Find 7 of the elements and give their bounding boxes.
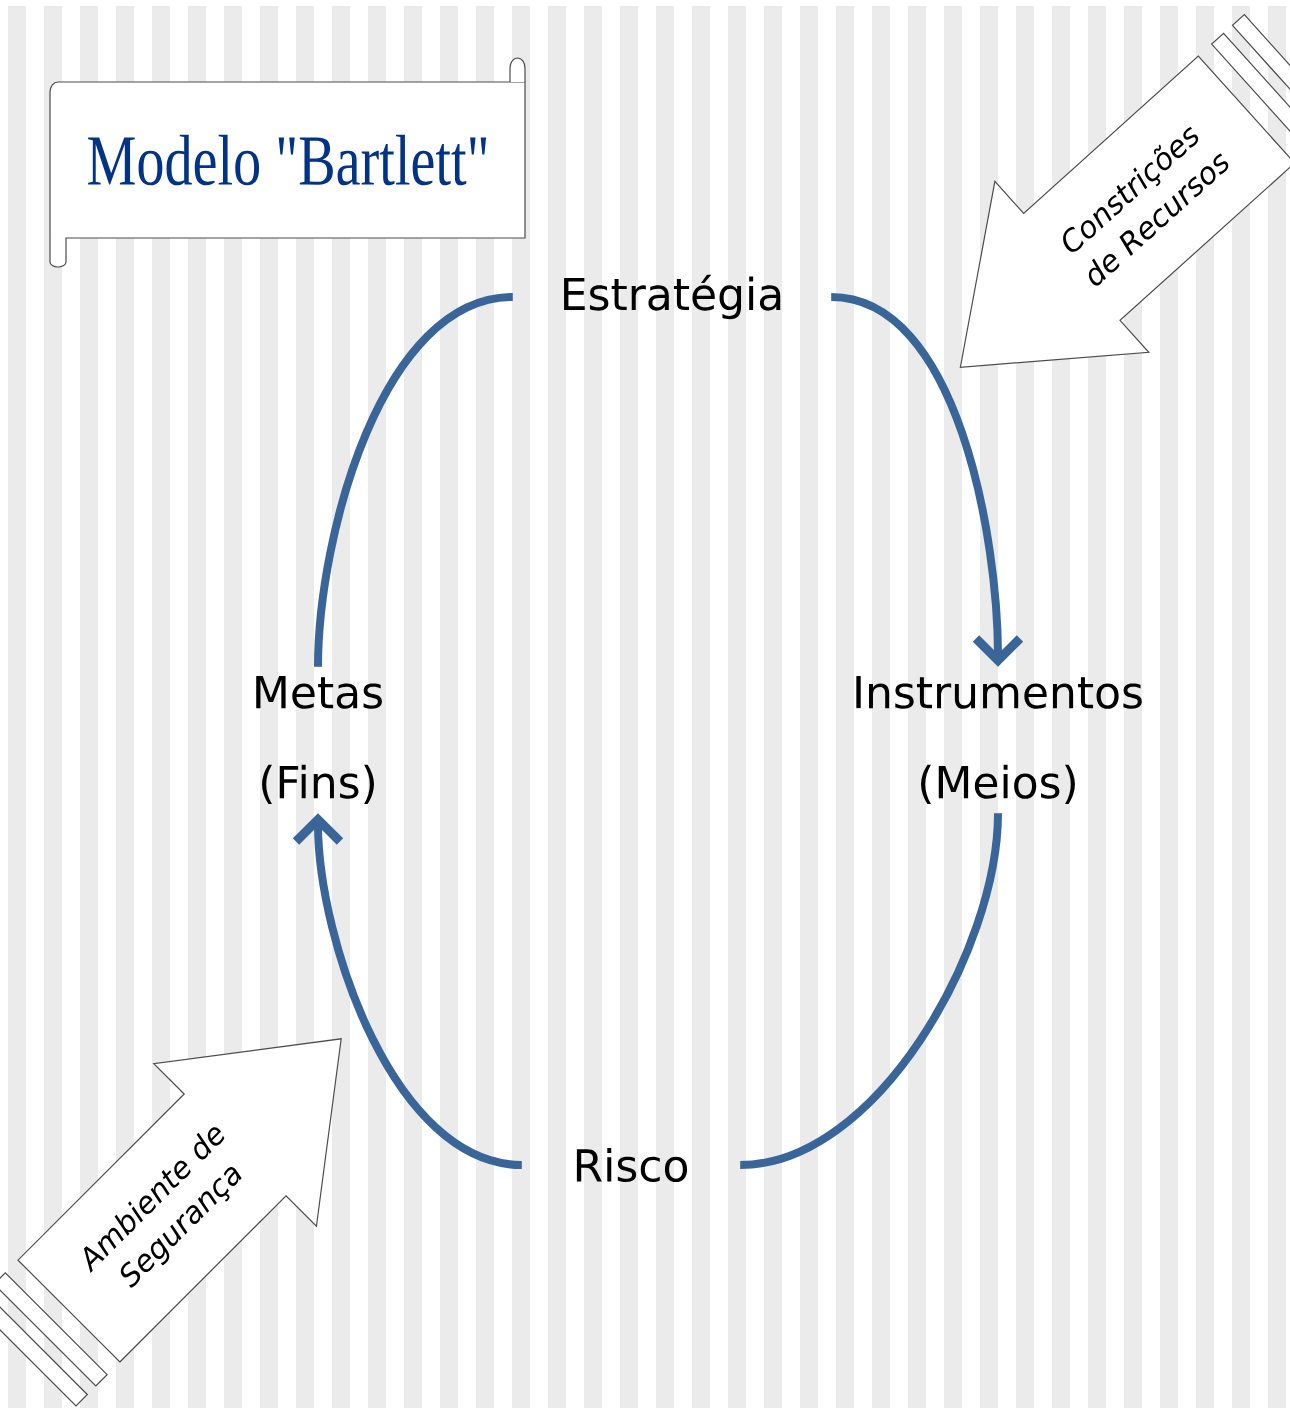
cycle-label: Estratégia: [564, 274, 781, 320]
cycle-label: Instrumentos (Meios): [856, 676, 1142, 804]
arrow: [292, 813, 523, 1169]
arrow: [830, 293, 1024, 667]
title: Modelo "Bartlett": [88, 134, 487, 186]
cycle-label: Risco: [576, 1147, 688, 1182]
cycle-label: Metas (Fins): [256, 676, 382, 804]
